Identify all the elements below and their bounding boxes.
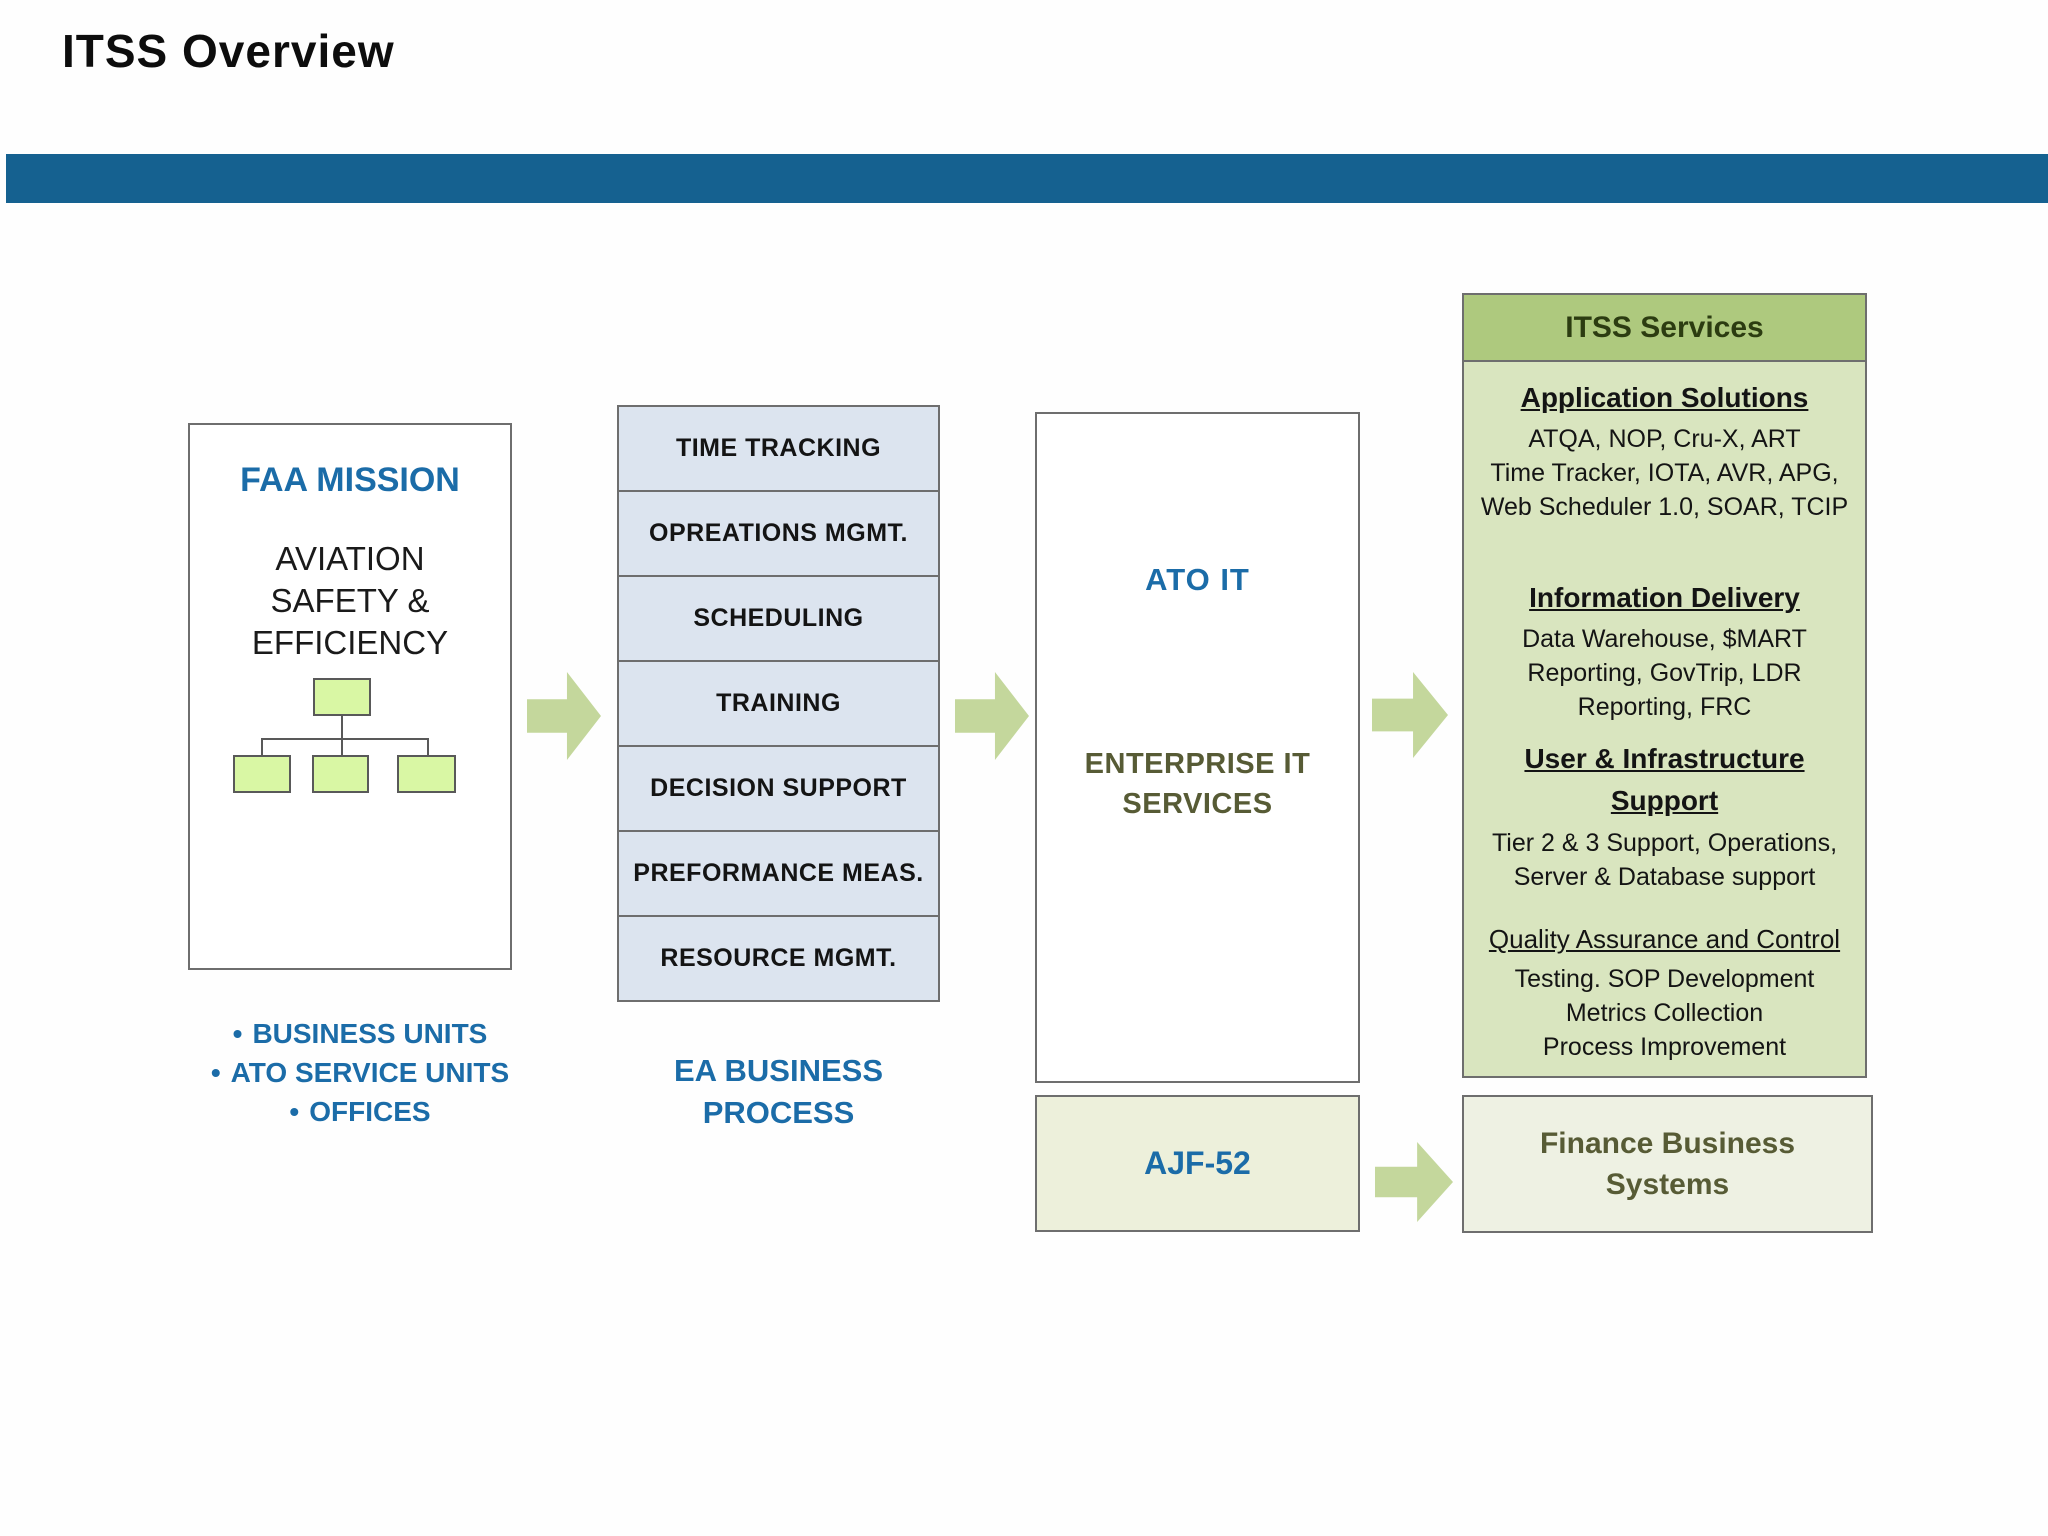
- section-line: Process Improvement: [1542, 1033, 1787, 1061]
- section-lines: Testing. SOP Development Metrics Collect…: [1472, 962, 1857, 1064]
- process-box-time-tracking: TIME TRACKING: [617, 405, 940, 492]
- section-line: Web Scheduler 1.0, SOAR, TCIP: [1480, 493, 1849, 521]
- org-chart-child-node: [312, 755, 369, 793]
- ajf-52-label: AJF-52: [1144, 1145, 1251, 1181]
- section-heading: Application Solutions: [1520, 382, 1809, 413]
- section-heading: Information Delivery: [1529, 582, 1800, 613]
- itss-services-panel: ITSS Services Application Solutions ATQA…: [1462, 293, 1867, 1078]
- process-box-scheduling: SCHEDULING: [617, 575, 940, 662]
- section-application-solutions: Application Solutions ATQA, NOP, Cru-X, …: [1472, 378, 1857, 524]
- section-line: ATQA, NOP, Cru-X, ART: [1528, 425, 1801, 453]
- section-lines: Tier 2 & 3 Support, Operations, Server &…: [1472, 826, 1857, 894]
- faa-mission-text: AVIATION SAFETY & EFFICIENCY: [190, 538, 510, 664]
- section-line: Metrics Collection: [1565, 999, 1764, 1027]
- enterprise-it-services-label: ENTERPRISE IT SERVICES: [1037, 744, 1358, 824]
- ea-business-process-caption: EA BUSINESS PROCESS: [617, 1050, 940, 1134]
- itss-services-body: Application Solutions ATQA, NOP, Cru-X, …: [1464, 362, 1865, 1064]
- section-line: Time Tracker, IOTA, AVR, APG,: [1490, 459, 1839, 487]
- caption-line: PROCESS: [702, 1095, 855, 1130]
- itss-services-header: ITSS Services: [1464, 295, 1865, 362]
- list-item: • ATO SERVICE UNITS: [160, 1053, 560, 1092]
- caption-line: EA BUSINESS: [673, 1053, 883, 1088]
- right-arrow-icon: [527, 672, 601, 760]
- list-item-label: BUSINESS UNITS: [252, 1018, 488, 1049]
- section-heading: Quality Assurance and Control: [1488, 924, 1841, 954]
- title-divider-bar: [6, 154, 2048, 203]
- faa-mission-heading: FAA MISSION: [240, 461, 460, 499]
- right-arrow-icon: [1375, 1142, 1453, 1222]
- list-item: • OFFICES: [160, 1092, 560, 1131]
- section-line: Reporting, FRC: [1577, 693, 1752, 721]
- org-chart-connector: [261, 740, 263, 757]
- org-chart-connector: [341, 716, 343, 740]
- org-chart-parent-node: [313, 678, 371, 716]
- finance-business-systems-box: Finance Business Systems: [1462, 1095, 1873, 1233]
- section-lines: ATQA, NOP, Cru-X, ART Time Tracker, IOTA…: [1472, 422, 1857, 524]
- bullet-marker: •: [210, 1057, 221, 1088]
- page-title: ITSS Overview: [62, 25, 395, 77]
- bullet-marker: •: [232, 1018, 243, 1049]
- section-line: Tier 2 & 3 Support, Operations,: [1491, 829, 1838, 857]
- section-lines: Data Warehouse, $MART Reporting, GovTrip…: [1472, 622, 1857, 724]
- finance-line: Systems: [1605, 1168, 1730, 1201]
- faa-mission-box: FAA MISSION AVIATION SAFETY & EFFICIENCY: [188, 423, 512, 970]
- right-arrow-icon: [1372, 672, 1448, 758]
- process-box-performance-meas: PREFORMANCE MEAS.: [617, 830, 940, 917]
- list-item: • BUSINESS UNITS: [160, 1014, 560, 1053]
- org-chart-connector: [261, 738, 429, 740]
- bullet-marker: •: [289, 1096, 300, 1127]
- process-box-resource-mgmt: RESOURCE MGMT.: [617, 915, 940, 1002]
- mission-line: AVIATION: [275, 540, 425, 577]
- section-line: Reporting, GovTrip, LDR: [1527, 659, 1802, 687]
- process-box-decision-support: DECISION SUPPORT: [617, 745, 940, 832]
- org-chart-connector: [341, 740, 343, 757]
- section-line: Testing. SOP Development: [1514, 965, 1815, 993]
- process-box-operations-mgmt: OPREATIONS MGMT.: [617, 490, 940, 577]
- right-arrow-icon: [955, 672, 1029, 760]
- section-information-delivery: Information Delivery Data Warehouse, $MA…: [1472, 578, 1857, 724]
- section-user-infrastructure-support: User & Infrastructure Support Tier 2 & 3…: [1472, 738, 1857, 894]
- enterprise-line: ENTERPRISE IT: [1084, 748, 1311, 780]
- process-box-training: TRAINING: [617, 660, 940, 747]
- ea-process-stack: TIME TRACKING OPREATIONS MGMT. SCHEDULIN…: [617, 405, 940, 1002]
- org-chart-child-node: [233, 755, 291, 793]
- mission-line: EFFICIENCY: [251, 624, 449, 661]
- ato-it-box: ATO IT ENTERPRISE IT SERVICES: [1035, 412, 1360, 1083]
- org-chart-child-node: [397, 755, 456, 793]
- list-item-label: ATO SERVICE UNITS: [230, 1057, 510, 1088]
- section-quality-assurance: Quality Assurance and Control Testing. S…: [1472, 920, 1857, 1064]
- section-heading: User & Infrastructure Support: [1524, 743, 1805, 816]
- section-line: Data Warehouse, $MART: [1522, 625, 1807, 653]
- section-line: Server & Database support: [1513, 863, 1816, 891]
- ato-it-label: ATO IT: [1145, 562, 1250, 597]
- mission-line: SAFETY &: [270, 582, 430, 619]
- org-chart-connector: [427, 740, 429, 757]
- enterprise-line: SERVICES: [1122, 788, 1273, 820]
- faa-units-list: • BUSINESS UNITS • ATO SERVICE UNITS • OFFI…: [160, 1014, 560, 1131]
- list-item-label: OFFICES: [309, 1096, 431, 1127]
- finance-line: Finance Business: [1539, 1127, 1796, 1160]
- ajf-52-box: AJF-52: [1035, 1095, 1360, 1232]
